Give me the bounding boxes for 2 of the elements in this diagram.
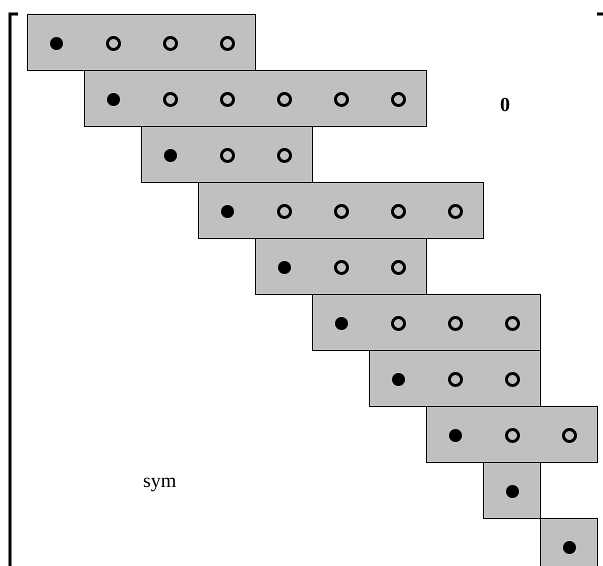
matrix-annotation: sym <box>143 469 176 494</box>
matrix-annotation: 0 <box>500 93 510 118</box>
